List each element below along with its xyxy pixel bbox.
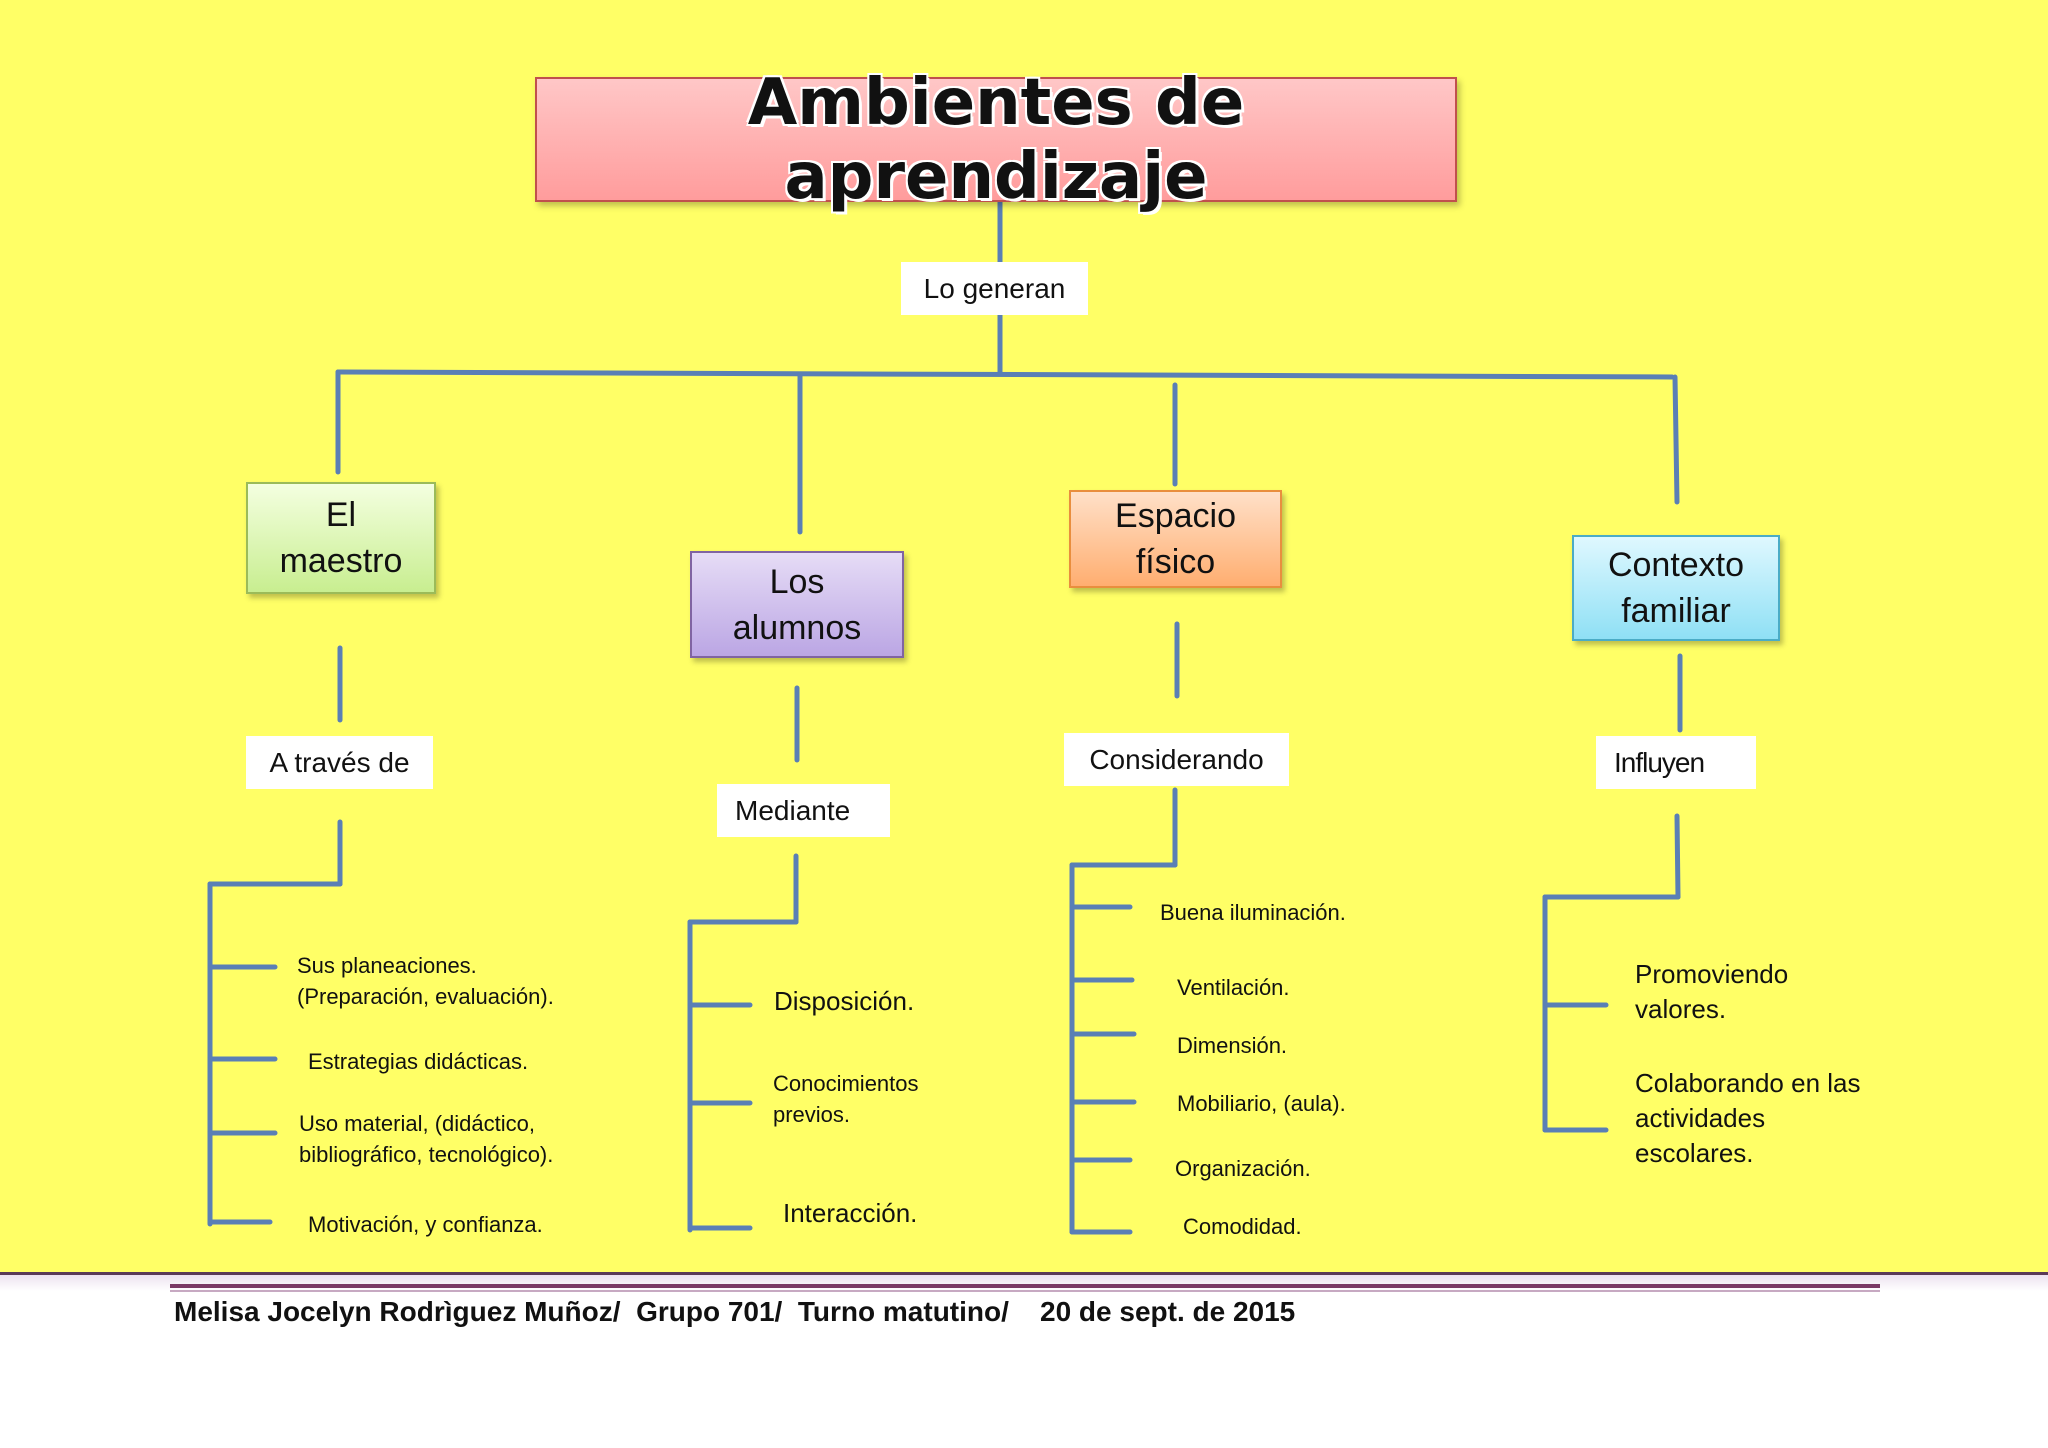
footer-rule-accent (170, 1284, 1880, 1288)
link-label-alumnos: Mediante (717, 784, 890, 837)
espacio-item: Organización. (1175, 1156, 1311, 1181)
footer-band (0, 1275, 2048, 1291)
diagram-canvas: Ambientes de aprendizaje Lo generan El m… (0, 0, 2048, 1272)
espacio-item: Dimensión. (1177, 1033, 1288, 1058)
contexto-item: Promoviendo valores. (1635, 959, 1789, 1024)
link-label-contexto: Influyen (1596, 736, 1756, 789)
alumnos-item: Disposición. (774, 986, 915, 1016)
connector-drop-contexto (1672, 374, 1680, 505)
category-alumnos: Los alumnos (690, 551, 904, 658)
connector-bus (335, 369, 1675, 380)
maestro-item: Sus planeaciones. (Preparación, evaluaci… (297, 953, 554, 1009)
maestro-item: Motivación, y confianza. (308, 1212, 543, 1237)
espacio-item: Mobiliario, (aula). (1177, 1091, 1346, 1116)
connector-contexto-link (1674, 813, 1681, 900)
link-label-espacio: Considerando (1064, 733, 1289, 786)
footer-author-line: Melisa Jocelyn Rodrìguez Muñoz/ Grupo 70… (174, 1296, 1296, 1327)
title-box: Ambientes de aprendizaje (535, 66, 1457, 214)
diagram-title: Ambientes de aprendizaje (747, 65, 1245, 214)
root-link-label: Lo generan (901, 262, 1088, 315)
footer-rule-light (170, 1290, 1880, 1292)
category-maestro: El maestro (246, 482, 436, 594)
espacio-item: Comodidad. (1183, 1214, 1302, 1239)
category-espacio: Espacio físico (1069, 490, 1282, 588)
alumnos-item: Conocimientos previos. (773, 1071, 919, 1127)
maestro-item: Estrategias didácticas. (308, 1049, 529, 1074)
footer-rule (0, 1272, 2048, 1275)
espacio-item: Buena iluminación. (1160, 900, 1346, 925)
maestro-item: Uso material, (didáctico, bibliográfico,… (299, 1111, 554, 1167)
alumnos-item: Interacción. (783, 1198, 918, 1228)
contexto-item: Colaborando en las actividades escolares… (1635, 1068, 1861, 1168)
category-contexto: Contexto familiar (1572, 535, 1780, 641)
link-label-maestro: A través de (246, 736, 433, 789)
espacio-item: Ventilación. (1177, 975, 1290, 1000)
connector-lines (207, 199, 1683, 1235)
